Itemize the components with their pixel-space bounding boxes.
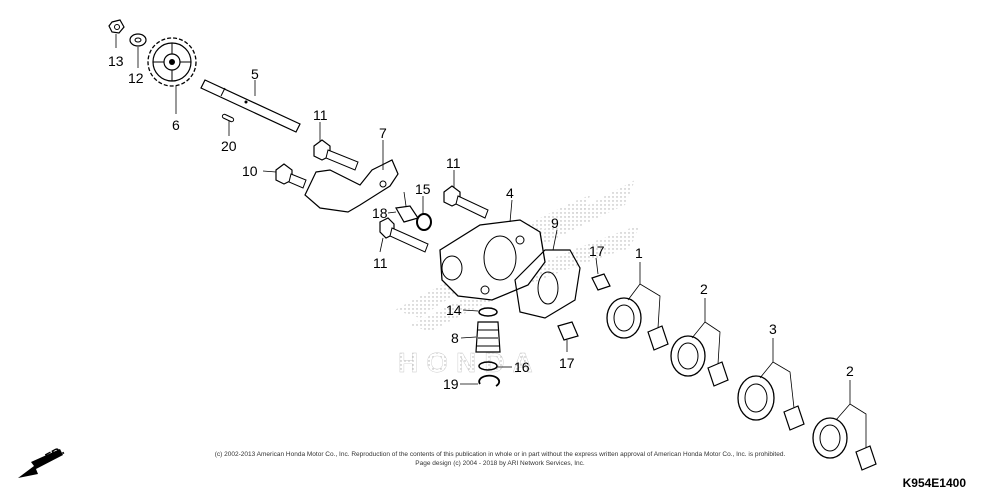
rotor-set-part-2-lower[interactable] <box>812 417 877 471</box>
gear-part-6[interactable] <box>147 37 197 87</box>
callout-7: 7 <box>379 125 387 141</box>
leader-lines <box>115 34 867 448</box>
oil-pump-body-part-4[interactable] <box>439 219 546 301</box>
page-design-credit: Page design (c) 2004 - 2018 by ARI Netwo… <box>415 460 585 467</box>
callout-5: 5 <box>251 66 259 82</box>
callout-2-lower: 2 <box>846 363 854 379</box>
washer-part-14[interactable] <box>478 307 498 317</box>
callout-1: 1 <box>635 245 643 261</box>
callout-20: 20 <box>221 138 237 154</box>
callout-12: 12 <box>128 70 144 86</box>
callout-15: 15 <box>415 181 431 197</box>
shaft-part-5[interactable] <box>200 79 301 133</box>
callout-11-top: 11 <box>313 107 328 123</box>
callout-3: 3 <box>769 321 777 337</box>
washer-part-12[interactable] <box>129 33 147 47</box>
callout-16: 16 <box>514 359 530 375</box>
callout-18: 18 <box>372 205 388 221</box>
callout-19: 19 <box>443 376 459 392</box>
rotor-set-part-1[interactable] <box>606 297 669 351</box>
honda-watermark-text: HONDA <box>398 347 541 378</box>
callout-8: 8 <box>451 330 459 346</box>
dowel-pin-part-18[interactable] <box>395 205 419 223</box>
rotor-set-part-2-upper[interactable] <box>670 335 729 387</box>
gasket-part-9[interactable] <box>514 249 581 319</box>
dowel-pin-part-17-lower[interactable] <box>557 321 579 341</box>
callout-14: 14 <box>446 302 462 318</box>
callout-6: 6 <box>172 117 180 133</box>
callout-9: 9 <box>551 215 559 231</box>
bolt-part-10[interactable] <box>275 163 307 189</box>
callout-11-lower: 11 <box>373 255 388 271</box>
washer-part-16[interactable] <box>478 361 498 371</box>
callout-11-middle: 11 <box>446 155 461 171</box>
callout-4: 4 <box>506 185 514 201</box>
relief-valve-part-8[interactable] <box>475 321 501 353</box>
bolt-part-11-lower[interactable] <box>379 217 429 253</box>
rotor-set-part-3[interactable] <box>737 375 805 431</box>
circlip-part-19[interactable] <box>478 374 501 387</box>
diagram-code: K954E1400 <box>902 476 966 490</box>
callout-2-upper: 2 <box>700 281 708 297</box>
pin-part-20[interactable] <box>221 113 235 123</box>
callout-10: 10 <box>242 163 258 179</box>
o-ring-part-15[interactable] <box>416 213 432 231</box>
plate-part-7[interactable] <box>304 159 399 213</box>
dowel-pin-part-17-upper[interactable] <box>591 273 611 291</box>
bolt-part-11-middle[interactable] <box>443 185 489 219</box>
callout-13: 13 <box>108 53 124 69</box>
callout-17-upper: 17 <box>589 243 605 259</box>
bolt-part-11-top[interactable] <box>313 139 359 171</box>
copyright-notice: (c) 2002-2013 American Honda Motor Co., … <box>214 451 786 458</box>
callout-17-lower: 17 <box>559 355 575 371</box>
nut-part-13[interactable] <box>108 19 125 34</box>
